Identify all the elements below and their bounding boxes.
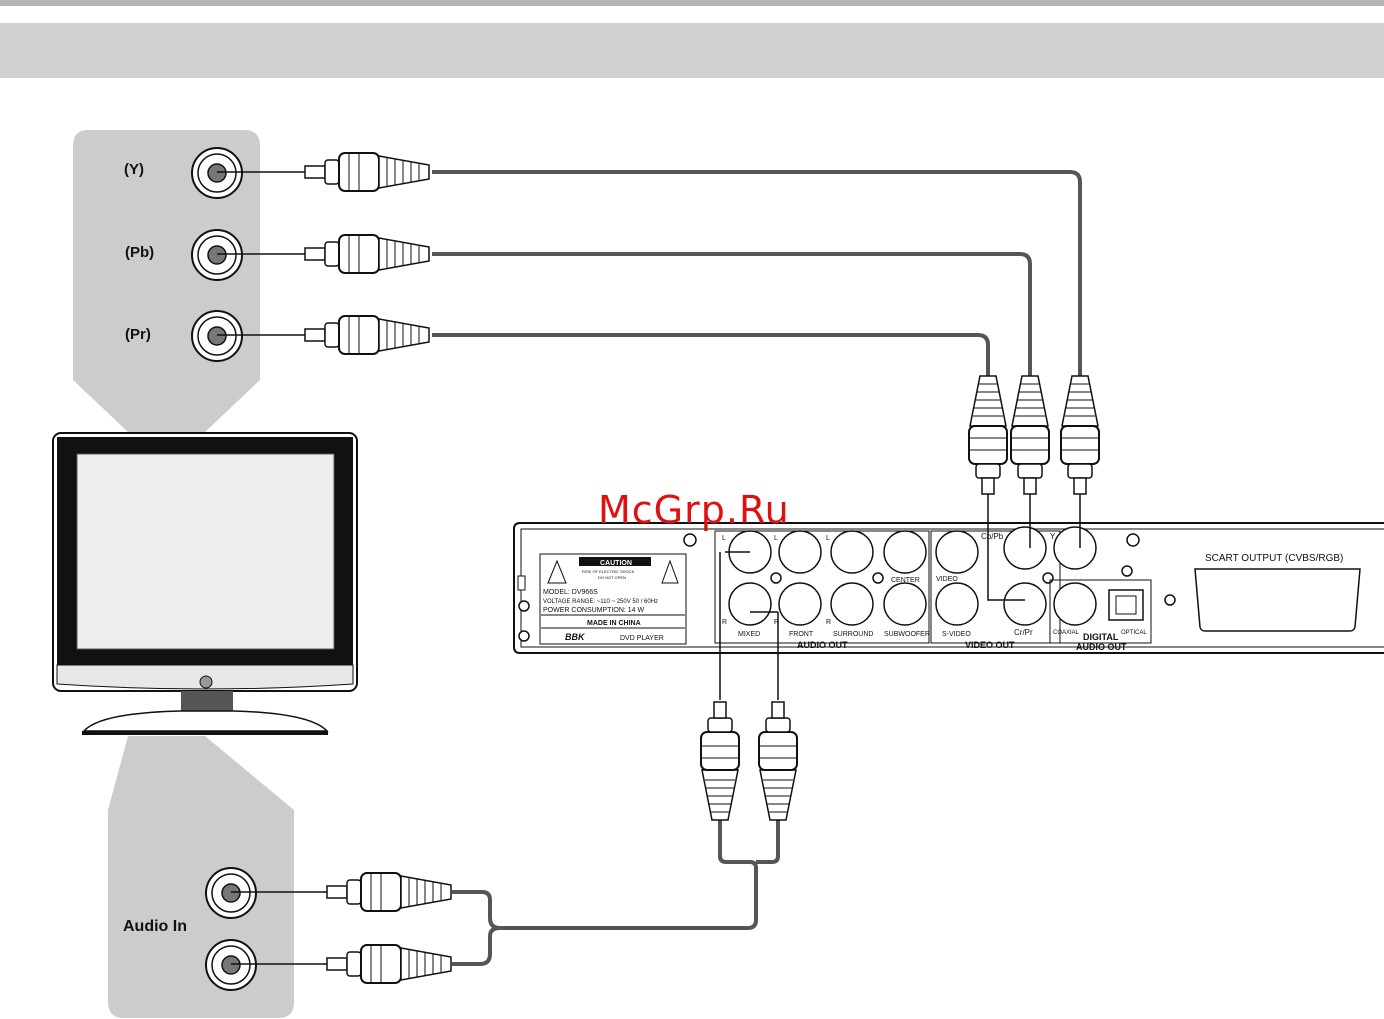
y-plug <box>304 152 430 192</box>
subwoofer-label: SUBWOOFER <box>884 631 930 638</box>
voltage-label: VOLTAGE RANGE: ~110 ~ 250V 50 / 60Hz <box>543 599 658 605</box>
r-label-1: R <box>722 619 727 626</box>
front-label: FRONT <box>789 631 814 638</box>
y-input-label: (Y) <box>124 161 144 178</box>
cr-pr-label: Cr/Pr <box>1014 628 1033 637</box>
watermark: McGrp.Ru <box>598 488 790 532</box>
caution-label: CAUTION <box>600 560 632 567</box>
pb-plug <box>304 234 430 274</box>
pr-input-label: (Pr) <box>125 326 151 343</box>
tv-audio-input-panel <box>108 736 294 1018</box>
mixed-label: MIXED <box>738 631 760 638</box>
pr-player-plug <box>968 375 1008 495</box>
pb-player-plug <box>1010 375 1050 495</box>
dvd-rear-panel <box>513 522 1384 700</box>
y-player-plug <box>1060 375 1100 495</box>
video-out-label: VIDEO OUT <box>965 640 1015 650</box>
audio-in-label: Audio In <box>123 918 187 935</box>
r-label-2: R <box>774 619 779 626</box>
audio-plug-1 <box>326 872 452 912</box>
center-label: CENTER <box>891 577 920 584</box>
warning-line-2: DO NOT OPEN <box>598 575 626 580</box>
brand-logo: BBK <box>565 632 586 642</box>
pr-input-jack <box>191 310 243 362</box>
audio-l-player-plug <box>700 701 740 821</box>
audio-cables <box>452 820 780 966</box>
coaxial-label: COAXIAL <box>1053 630 1080 636</box>
pr-plug <box>304 315 430 355</box>
pb-input-jack <box>191 229 243 281</box>
audio-r-player-plug <box>758 701 798 821</box>
l-label-1: L <box>722 535 726 542</box>
surround-label: SURROUND <box>833 631 873 638</box>
television <box>52 432 358 735</box>
made-in-label: MADE IN CHINA <box>587 620 641 627</box>
scart-label: SCART OUTPUT (CVBS/RGB) <box>1205 553 1343 564</box>
audio-in-jack-1 <box>205 867 257 919</box>
product-label: DVD PLAYER <box>620 635 664 642</box>
audio-out-label: AUDIO OUT <box>797 640 848 650</box>
y-label: Y <box>1050 532 1056 541</box>
y-input-jack <box>191 147 243 199</box>
r-label-3: R <box>826 619 831 626</box>
l-label-2: L <box>774 535 778 542</box>
audio-in-jack-2 <box>205 939 257 991</box>
pb-input-label: (Pb) <box>125 244 155 261</box>
power-label: POWER CONSUMPTION: 14 W <box>543 607 645 614</box>
digital-label-2: AUDIO OUT <box>1076 642 1127 652</box>
component-cables <box>432 170 1082 376</box>
optical-label: OPTICAL <box>1121 630 1147 636</box>
top-rule <box>0 0 1384 6</box>
cb-pb-label: Cb/Pb <box>981 532 1004 541</box>
s-video-label: S-VIDEO <box>942 631 971 638</box>
model-label: MODEL: DV966S <box>543 589 598 596</box>
header-band <box>0 23 1384 78</box>
video-label: VIDEO <box>936 576 958 583</box>
warning-line-1: RISK OF ELECTRIC SHOCK <box>582 569 635 574</box>
l-label-3: L <box>826 535 830 542</box>
audio-plug-2 <box>326 944 452 984</box>
digital-label-1: DIGITAL <box>1083 632 1119 642</box>
